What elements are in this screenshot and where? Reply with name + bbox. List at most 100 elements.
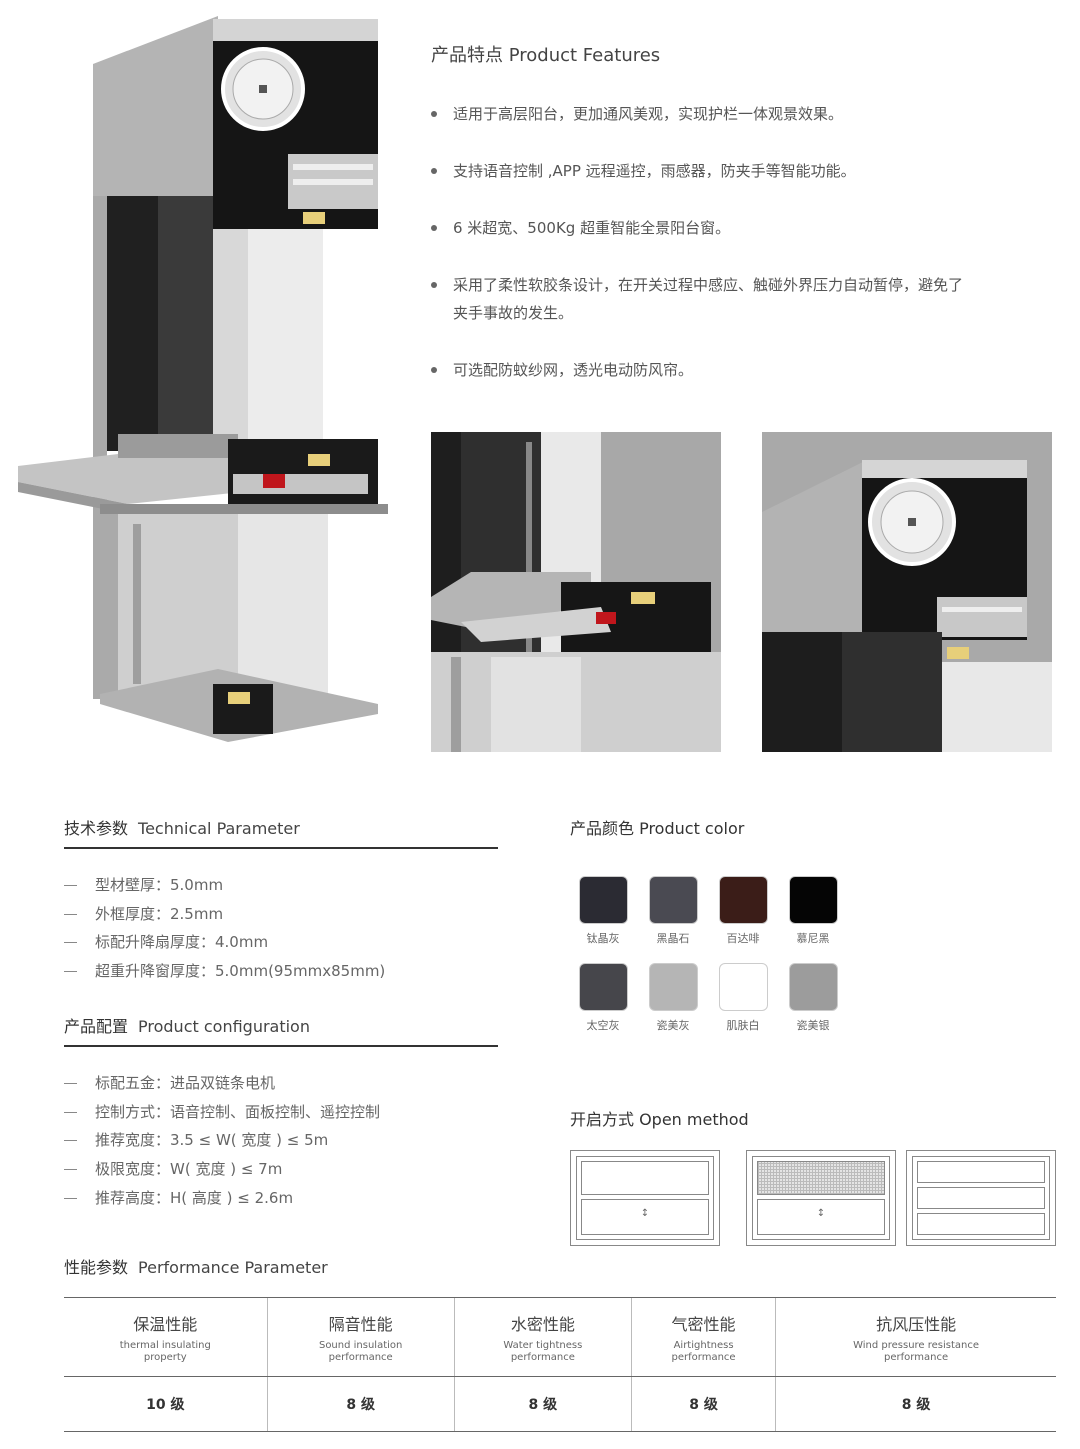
swatch-chip <box>578 963 628 1011</box>
header-en: Water tightness <box>503 1339 583 1351</box>
window-section-illustration <box>18 16 388 742</box>
open-method-title: 开启方式 Open method <box>570 1110 749 1129</box>
swatch-label: 钛晶灰 <box>586 932 620 945</box>
config-title-en: Product configuration <box>138 1017 310 1036</box>
performance-value: 8 级 <box>453 1376 632 1432</box>
feature-item: 可选配防蚊纱网，透光电动防风帘。 <box>431 356 1031 384</box>
tech-item: 型材壁厚：5.0mm <box>64 871 385 900</box>
feature-item: 6 米超宽、500Kg 超重智能全景阳台窗。 <box>431 214 1031 242</box>
color-swatch[interactable]: 瓷美银 <box>778 963 848 1033</box>
open-method-option-3[interactable] <box>906 1150 1056 1246</box>
header-cn: 气密性能 <box>671 1314 736 1334</box>
product-color-title: 产品颜色 Product color <box>570 819 745 838</box>
features-title: 产品特点 Product Features <box>431 45 661 66</box>
config-divider <box>64 1045 498 1047</box>
swatch-label: 瓷美银 <box>796 1019 830 1032</box>
color-swatch[interactable]: 黑晶石 <box>638 876 708 946</box>
color-swatch[interactable]: 慕尼黑 <box>778 876 848 946</box>
tech-title: 技术参数 Technical Parameter <box>64 815 300 839</box>
header-cn: 保温性能 <box>133 1314 198 1334</box>
color-swatch[interactable]: 百达啡 <box>708 876 778 946</box>
tech-title-en: Technical Parameter <box>138 819 300 838</box>
window-pane <box>917 1213 1045 1235</box>
performance-value-row: 10 级 8 级 8 级 8 级 8 级 <box>64 1376 1056 1432</box>
open-method-option-1[interactable]: ↕ <box>570 1150 720 1246</box>
feature-item: 采用了柔性软胶条设计，在开关过程中感应、触碰外界压力自动暂停，避免了夹手事故的发… <box>431 271 971 327</box>
swatch-chip <box>718 963 768 1011</box>
swatch-label: 百达啡 <box>726 932 760 945</box>
config-list: 标配五金：进品双链条电机 控制方式：语音控制、面板控制、遥控控制 推荐宽度：3.… <box>64 1069 380 1213</box>
color-swatch[interactable]: 钛晶灰 <box>568 876 638 946</box>
header-en: performance <box>510 1351 575 1363</box>
header-en: performance <box>884 1351 949 1363</box>
tech-divider <box>64 847 498 849</box>
feature-item: 适用于高层阳台，更加通风美观，实现护栏一体观景效果。 <box>431 100 1031 128</box>
top-box-detail-photo <box>762 432 1052 752</box>
header-en: property <box>143 1351 187 1363</box>
header-en: Wind pressure resistance <box>853 1339 980 1351</box>
feature-item: 支持语音控制 ,APP 远程遥控，雨感器，防夹手等智能功能。 <box>431 157 1031 185</box>
color-swatch[interactable]: 太空灰 <box>568 963 638 1033</box>
tech-item: 外框厚度：2.5mm <box>64 900 385 929</box>
config-item: 标配五金：进品双链条电机 <box>64 1069 380 1098</box>
config-item: 推荐高度：H( 高度 ) ≤ 2.6m <box>64 1184 380 1213</box>
swatch-label: 太空灰 <box>586 1019 620 1032</box>
window-diagram <box>912 1156 1050 1240</box>
window-pane: ↕ <box>757 1199 885 1235</box>
config-item: 极限宽度：W( 宽度 ) ≤ 7m <box>64 1155 380 1184</box>
config-title-cn: 产品配置 <box>64 1017 129 1036</box>
swatch-chip <box>648 963 698 1011</box>
up-down-arrow-icon: ↕ <box>640 1208 650 1219</box>
tech-title-cn: 技术参数 <box>64 819 129 838</box>
window-pane <box>581 1161 709 1195</box>
window-pane <box>917 1161 1045 1183</box>
header-en: Airtightness <box>673 1339 734 1351</box>
swatch-chip <box>788 963 838 1011</box>
swatch-label: 慕尼黑 <box>796 932 830 945</box>
config-item: 推荐宽度：3.5 ≤ W( 宽度 ) ≤ 5m <box>64 1126 380 1155</box>
up-down-arrow-icon: ↕ <box>816 1208 826 1219</box>
performance-value: 8 级 <box>266 1376 455 1432</box>
header-cn: 抗风压性能 <box>876 1314 957 1334</box>
swatch-chip <box>788 876 838 924</box>
tech-item: 标配升降扇厚度：4.0mm <box>64 928 385 957</box>
sill-detail-photo <box>431 432 721 752</box>
swatch-chip <box>718 876 768 924</box>
header-en: Sound insulation <box>318 1339 403 1351</box>
features-list: 适用于高层阳台，更加通风美观，实现护栏一体观景效果。 支持语音控制 ,APP 远… <box>431 100 1031 413</box>
performance-title: 性能参数 Performance Parameter <box>64 1254 328 1278</box>
config-title: 产品配置 Product configuration <box>64 1013 310 1037</box>
performance-title-cn: 性能参数 <box>64 1258 129 1277</box>
header-cn: 隔音性能 <box>328 1314 393 1334</box>
swatch-label: 黑晶石 <box>656 932 690 945</box>
swatch-label: 瓷美灰 <box>656 1019 690 1032</box>
color-swatch[interactable]: 瓷美灰 <box>638 963 708 1033</box>
header-en: performance <box>671 1351 736 1363</box>
screen-mesh-pane <box>757 1161 885 1195</box>
swatch-chip <box>578 876 628 924</box>
performance-value: 8 级 <box>630 1376 776 1432</box>
window-pane: ↕ <box>581 1199 709 1235</box>
tech-item: 超重升降窗厚度：5.0mm(95mmx85mm) <box>64 957 385 986</box>
tech-list: 型材壁厚：5.0mm 外框厚度：2.5mm 标配升降扇厚度：4.0mm 超重升降… <box>64 871 385 986</box>
color-swatch-grid: 钛晶灰 黑晶石 百达啡 慕尼黑 太空灰 瓷美灰 肌肤白 瓷美银 <box>568 876 858 1033</box>
open-method-option-2[interactable]: ↕ <box>746 1150 896 1246</box>
swatch-chip <box>648 876 698 924</box>
swatch-label: 肌肤白 <box>726 1019 760 1032</box>
window-diagram: ↕ <box>576 1156 714 1240</box>
window-pane <box>917 1187 1045 1209</box>
window-diagram: ↕ <box>752 1156 890 1240</box>
color-swatch[interactable]: 肌肤白 <box>708 963 778 1033</box>
performance-value: 10 级 <box>64 1376 268 1432</box>
performance-value: 8 级 <box>775 1376 1056 1432</box>
header-en: thermal insulating <box>119 1339 211 1351</box>
header-en: performance <box>328 1351 393 1363</box>
performance-title-en: Performance Parameter <box>138 1258 328 1277</box>
